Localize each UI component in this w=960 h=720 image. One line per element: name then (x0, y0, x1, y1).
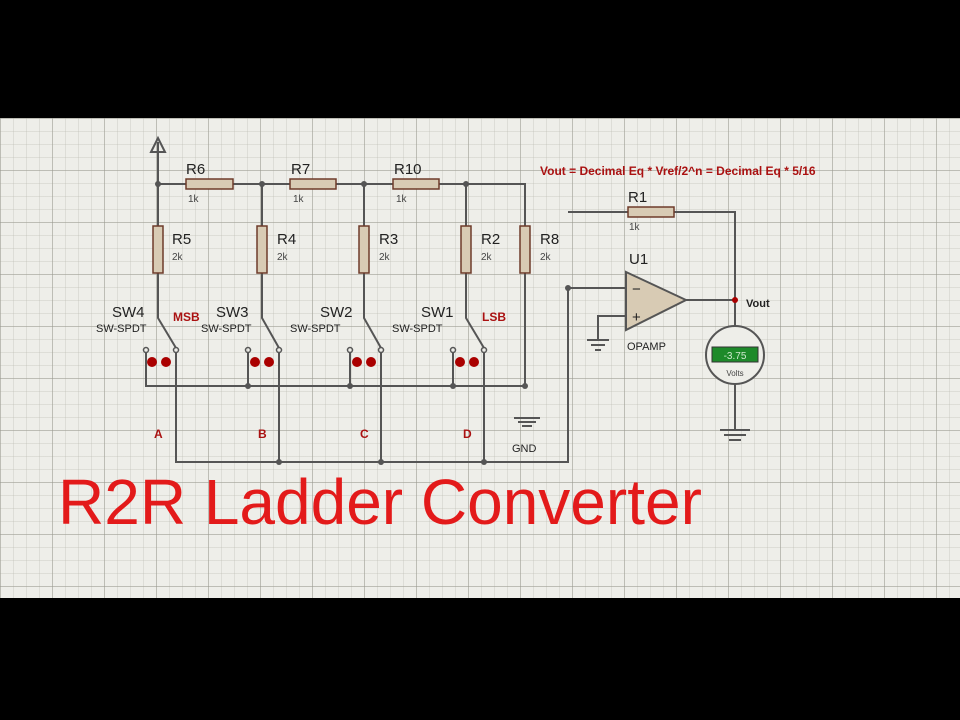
opamp-plus: + (632, 309, 641, 326)
resistor-r10[interactable] (392, 178, 440, 190)
sw3-name: SW3 (216, 304, 249, 321)
junctions (155, 181, 738, 465)
msb-label: MSB (173, 310, 200, 324)
meter-reading: -3.75 (724, 351, 747, 362)
bit-label-a: A (154, 427, 163, 441)
sw2-type: SW-SPDT (290, 323, 341, 335)
sw1-type: SW-SPDT (392, 323, 443, 335)
r6-value: 1k (188, 194, 200, 205)
schematic-canvas: R6 1k R7 1k R10 1k R5 2k R4 2k R3 2k R2 … (0, 118, 960, 598)
resistor-r7[interactable] (289, 178, 337, 190)
voltmeter[interactable] (705, 325, 765, 385)
page-title: R2R Ladder Converter (58, 466, 702, 538)
sw2-name: SW2 (320, 304, 353, 321)
r5-value: 2k (172, 252, 184, 263)
r8-name: R8 (540, 231, 559, 248)
wires (145, 156, 750, 463)
switch-sw2[interactable] (346, 346, 385, 368)
lsb-label: LSB (482, 310, 506, 324)
power-terminal (149, 135, 167, 156)
r2-name: R2 (481, 231, 500, 248)
r1-name: R1 (628, 189, 647, 206)
switch-sw3[interactable] (244, 346, 283, 368)
sw4-type: SW-SPDT (96, 323, 147, 335)
resistor-r2[interactable] (460, 225, 472, 274)
r10-name: R10 (394, 161, 422, 178)
sw1-name: SW1 (421, 304, 454, 321)
sw4-name: SW4 (112, 304, 145, 321)
vout-label: Vout (746, 298, 770, 310)
resistor-r1[interactable] (627, 206, 675, 218)
gnd-label: GND (512, 443, 537, 455)
switch-sw4[interactable] (142, 346, 180, 368)
r4-value: 2k (277, 252, 289, 263)
bit-label-b: B (258, 427, 267, 441)
resistor-r8[interactable] (519, 225, 531, 274)
bit-label-c: C (360, 427, 369, 441)
resistor-r3[interactable] (358, 225, 370, 274)
r10-value: 1k (396, 194, 408, 205)
r6-name: R6 (186, 161, 205, 178)
resistor-r4[interactable] (256, 225, 268, 274)
sw3-type: SW-SPDT (201, 323, 252, 335)
resistor-r6[interactable] (185, 178, 234, 190)
switch-sw1[interactable] (449, 346, 488, 368)
r7-value: 1k (293, 194, 305, 205)
schematic-diagram: R6 1k R7 1k R10 1k R5 2k R4 2k R3 2k R2 … (96, 135, 816, 465)
r3-value: 2k (379, 252, 391, 263)
r8-value: 2k (540, 252, 552, 263)
opamp-minus: − (632, 281, 641, 298)
r2-value: 2k (481, 252, 493, 263)
opamp-u1[interactable] (625, 270, 689, 332)
r4-name: R4 (277, 231, 296, 248)
opamp-name: U1 (629, 251, 648, 268)
opamp-type: OPAMP (627, 341, 666, 353)
r1-value: 1k (629, 222, 641, 233)
r3-name: R3 (379, 231, 398, 248)
resistor-r5[interactable] (152, 225, 164, 274)
r5-name: R5 (172, 231, 191, 248)
bit-label-d: D (463, 427, 472, 441)
r7-name: R7 (291, 161, 310, 178)
meter-unit: Volts (726, 369, 743, 378)
formula-annotation: Vout = Decimal Eq * Vref/2^n = Decimal E… (540, 164, 816, 178)
